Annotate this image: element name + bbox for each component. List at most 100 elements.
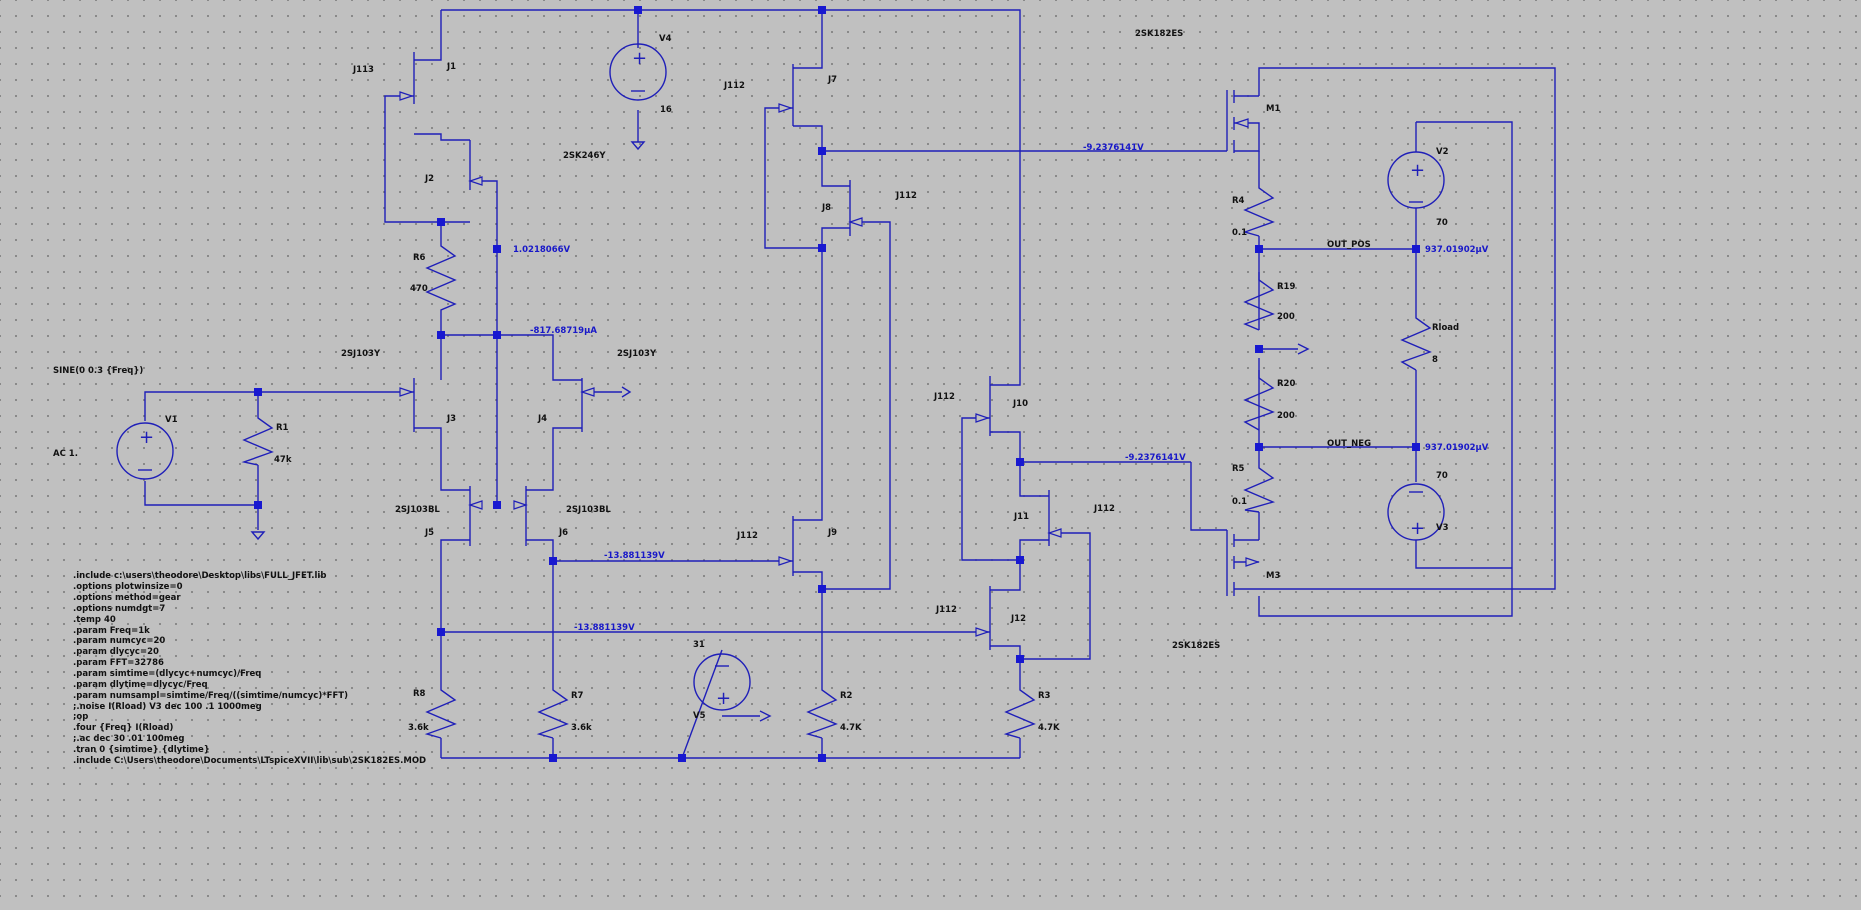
rload-name-label: Rload [1432,323,1459,333]
jfet-symbols [399,52,1062,650]
directive-line: .tran 0 {simtime} {dlytime} [73,745,210,755]
voltage-out-pos: 937.01902μV [1425,245,1489,255]
r20-value-label: 200 [1277,411,1295,421]
r3-value-label: 4.7K [1038,723,1060,733]
j3-name-label: J3 [446,414,456,424]
directive-line: .param dlytime=dlycyc/Freq [73,680,208,690]
r19-value-label: 200 [1277,312,1295,322]
j2-model-label: 2SK246Y [563,151,606,161]
directive-line: ;.ac dec 30 .01 100meg [73,734,184,744]
voltage-m1-gate: -9.2376141V [1083,143,1144,153]
j4-model-label: 2SJ103Y [617,349,657,359]
j1-name-label: J1 [446,62,456,72]
voltage-j12-gate: -13.881139V [574,623,635,633]
r1-value-label: 47k [274,455,292,465]
directive-line: .param simtime=(dlycyc+numcyc)/Freq [73,669,261,679]
directive-line: .include c:\users\theodore\Desktop\libs\… [73,571,326,581]
m3-name-label: M3 [1266,571,1280,581]
j11-model-label: J112 [1093,504,1115,514]
r5-value-label: 0.1 [1232,497,1247,507]
svg-text:+: + [1410,518,1425,539]
j12-model-label: J112 [935,605,957,615]
directive-line: ;.noise I(Rload) V3 dec 100 .1 1000meg [73,702,262,712]
rload-value-label: 8 [1432,355,1438,365]
net-label-out-pos: OUT_POS [1327,240,1371,250]
v2-value-label: 70 [1436,218,1448,228]
svg-text:+: + [632,48,647,69]
ground-symbols [250,141,1310,722]
j6-model-label: 2SJ103BL [566,505,611,515]
v4-value-label: 16 [660,105,672,115]
directive-line: .param numcyc=20 [73,636,165,646]
v3-value-label: 70 [1436,471,1448,481]
j11-name-label: J11 [1013,512,1029,522]
j4-name-label: J4 [537,414,547,424]
j9-name-label: J9 [827,528,837,538]
j6-name-label: J6 [558,528,568,538]
voltage-j2-gate: 1.0218066V [513,245,571,255]
voltage-j9-gate: -13.881139V [604,551,665,561]
directive-line: ;op [73,712,88,722]
r4-value-label: 0.1 [1232,228,1247,238]
j3-model-label: 2SJ103Y [341,349,381,359]
v2-name-label: V2 [1436,147,1449,157]
j12-name-label: J12 [1010,614,1026,624]
svg-text:+: + [716,688,731,709]
j7-model-label: J112 [723,81,745,91]
v1-name-label: V1 [165,415,178,425]
voltage-sources: + + + + + [116,43,1445,711]
r19-name-label: R19 [1277,282,1295,292]
v4-name-label: V4 [659,34,672,44]
j2-name-label: J2 [424,174,434,184]
m1-model-label: 2SK182ES [1135,29,1183,39]
r1-name-label: R1 [276,423,289,433]
j5-model-label: 2SJ103BL [395,505,440,515]
directive-line: .temp 40 [73,615,116,625]
v5-name-label: V5 [693,711,706,721]
svg-text:+: + [1410,160,1425,181]
directive-line: .param numsampl=simtime/Freq/((simtime/n… [73,691,348,701]
directive-line: .options plotwinsize=0 [73,582,183,592]
directive-line: .four {Freq} I(Rload) [73,723,174,733]
m3-model-label: 2SK182ES [1172,641,1220,651]
v1-value-label: SINE(0 0.3 {Freq}) [53,366,143,376]
j10-model-label: J112 [933,392,955,402]
r8-value-label: 3.6k [408,723,429,733]
j10-name-label: J10 [1012,399,1028,409]
m1-name-label: M1 [1266,104,1280,114]
r7-value-label: 3.6k [571,723,592,733]
directive-line: .param Freq=1k [73,626,150,636]
r4-name-label: R4 [1232,196,1245,206]
v3-name-label: V3 [1436,523,1449,533]
svg-text:+: + [139,427,154,448]
j7-name-label: J7 [827,75,837,85]
v5-value-label: 31 [693,640,705,650]
r6-name-label: R6 [413,253,426,263]
directive-line: .options numdgt=7 [73,604,165,614]
net-label-out-neg: OUT_NEG [1327,439,1371,449]
voltage-m3-gate: -9.2376141V [1125,453,1186,463]
j9-model-label: J112 [736,531,758,541]
junction-nodes [254,6,1420,762]
r8-name-label: R8 [413,689,426,699]
directive-line: .param FFT=32786 [73,658,164,668]
r2-value-label: 4.7K [840,723,862,733]
voltage-out-neg: 937.01902μV [1425,443,1489,453]
r3-name-label: R3 [1038,691,1051,701]
spice-directives[interactable]: .include c:\users\theodore\Desktop\libs\… [73,571,426,766]
v1-ac-label: AC 1. [53,449,78,459]
mosfet-symbols [1226,90,1260,596]
j5-name-label: J5 [424,528,434,538]
r2-name-label: R2 [840,691,853,701]
resistor-symbols [241,180,1432,739]
j8-model-label: J112 [895,191,917,201]
j1-model-label: J113 [352,65,374,75]
r6-value-label: 470 [410,284,428,294]
directive-line: .param dlycyc=20 [73,647,159,657]
r5-name-label: R5 [1232,464,1245,474]
directive-line: .options method=gear [73,593,181,603]
j8-name-label: J8 [821,203,831,213]
r7-name-label: R7 [571,691,584,701]
current-r6: -817.68719μA [530,326,597,336]
